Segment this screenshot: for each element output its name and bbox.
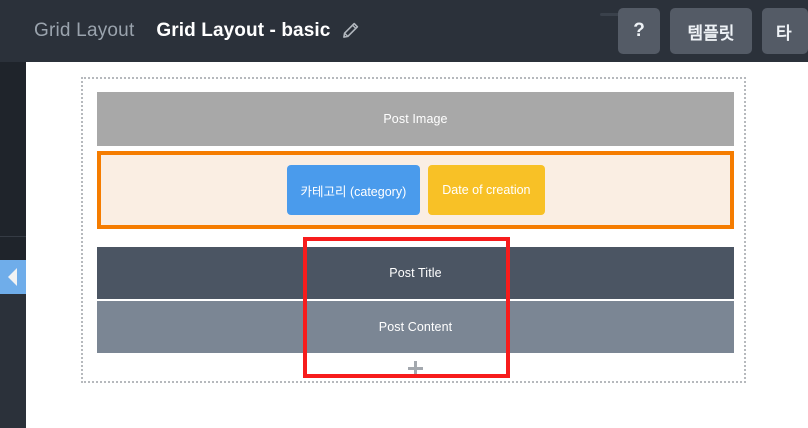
grid-layout-container[interactable]: Post Image 카테고리 (category) Date of creat… [81, 77, 746, 383]
chevron-left-icon [7, 268, 17, 286]
left-sidebar-rail [0, 62, 26, 428]
add-block-button[interactable] [97, 355, 734, 381]
block-post-image[interactable]: Post Image [97, 92, 734, 146]
panel-collapse-tab[interactable] [0, 260, 26, 294]
pencil-icon[interactable] [340, 21, 360, 41]
block-post-title[interactable]: Post Title [97, 247, 734, 299]
block-post-content[interactable]: Post Content [97, 301, 734, 353]
block-post-image-label: Post Image [383, 112, 448, 126]
page-title: Grid Layout - basic [156, 20, 331, 41]
top-header-bar: Grid Layout Grid Layout - basic ? 템플릿 타 [0, 0, 808, 62]
rail-divider [0, 236, 26, 237]
plus-icon [408, 360, 423, 376]
template-button[interactable]: 템플릿 [670, 8, 752, 54]
help-button[interactable]: ? [618, 8, 660, 54]
brand-label: Grid Layout [34, 20, 135, 41]
rail-lower-section [0, 294, 26, 428]
chip-category[interactable]: 카테고리 (category) [286, 165, 421, 215]
header-left-group: Grid Layout Grid Layout - basic [26, 0, 808, 62]
block-post-title-label: Post Title [389, 266, 442, 280]
overflow-button-clipped[interactable]: 타 [762, 8, 808, 54]
header-actions: ? 템플릿 타 [618, 0, 808, 62]
block-post-content-label: Post Content [378, 320, 453, 334]
editor-canvas: Post Image 카테고리 (category) Date of creat… [26, 62, 808, 428]
header-divider [600, 13, 626, 16]
block-meta-row[interactable]: 카테고리 (category) Date of creation [97, 151, 734, 229]
chip-date-of-creation[interactable]: Date of creation [428, 165, 545, 215]
